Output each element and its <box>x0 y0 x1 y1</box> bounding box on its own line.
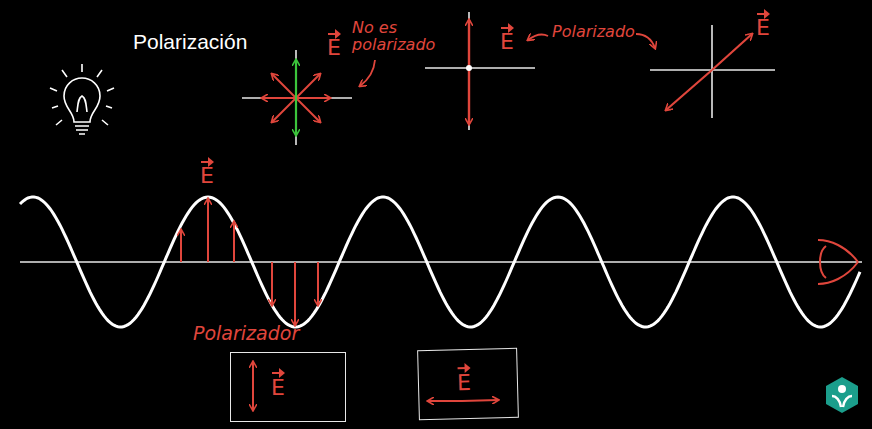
polarizer-box: E <box>230 352 346 422</box>
note: No es polarizado <box>352 20 444 54</box>
eye <box>818 240 858 284</box>
note: Polarizador <box>193 324 299 344</box>
vector-label: E <box>500 30 514 53</box>
logo <box>826 377 858 413</box>
vector-label: E <box>200 164 214 187</box>
title: Polarización <box>133 31 247 53</box>
vector-label: E <box>457 370 472 395</box>
light-bulb <box>50 64 114 134</box>
wave <box>20 197 862 327</box>
vertical-polarization <box>425 12 655 130</box>
polarizer-box: E <box>417 348 519 421</box>
vector-label: E <box>327 36 341 59</box>
note: Polarizado <box>552 24 635 41</box>
vector-label: E <box>271 375 285 400</box>
vector-label: E <box>756 16 770 39</box>
polarizer-axes <box>253 362 498 410</box>
unpolarized-diagram <box>242 50 375 145</box>
